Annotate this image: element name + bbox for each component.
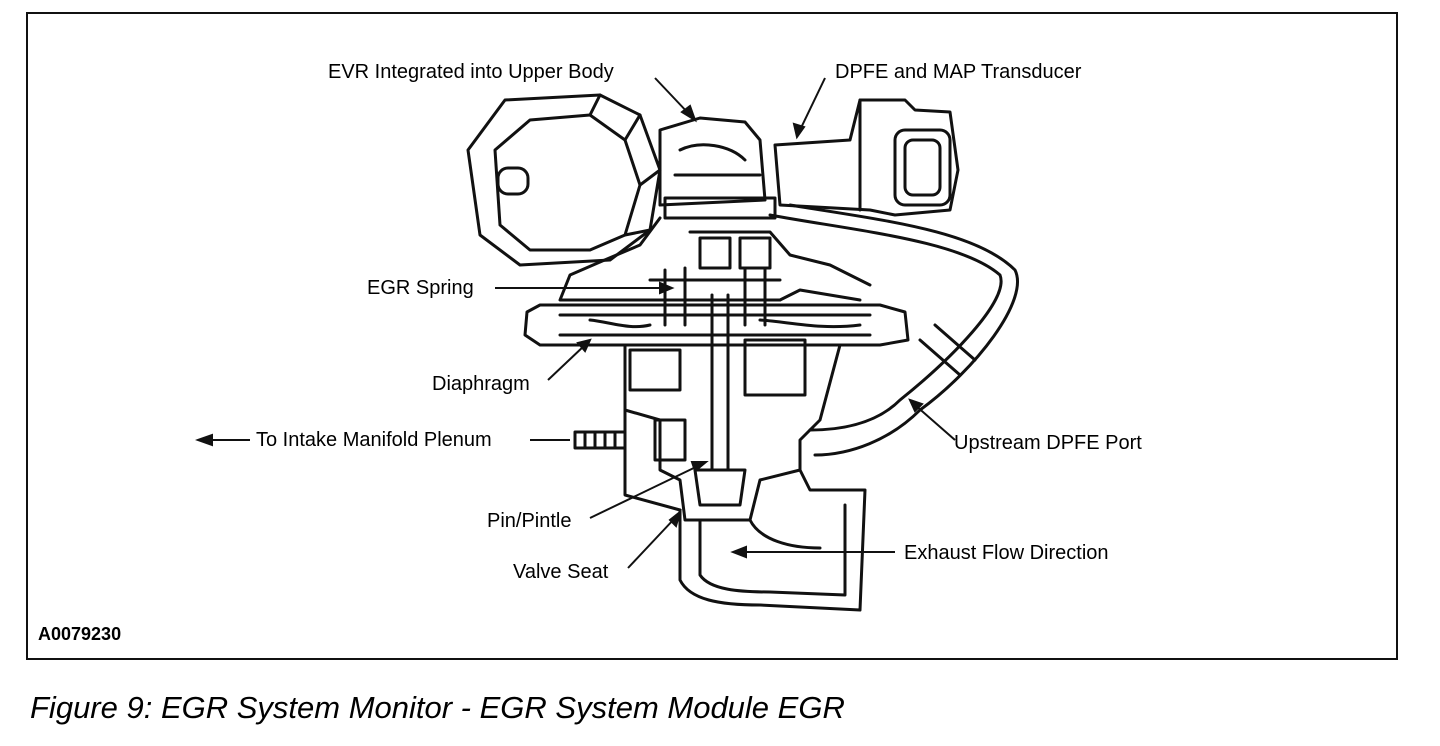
dpfe-map-transducer <box>773 98 960 217</box>
diagram-frame <box>26 12 1398 660</box>
label-diaphragm: Diaphragm <box>432 373 530 395</box>
label-exhaust: Exhaust Flow Direction <box>904 542 1109 564</box>
pintle-head <box>693 468 747 507</box>
exhaust-passage <box>678 468 867 612</box>
egr-spring <box>663 266 767 327</box>
diaphragm-flange <box>523 303 910 347</box>
label-egr-spring: EGR Spring <box>367 277 474 299</box>
evr-solenoid-body <box>466 93 662 267</box>
lower-housing <box>623 343 842 522</box>
evr-solenoid-knob <box>496 166 530 196</box>
label-evr: EVR Integrated into Upper Body <box>328 61 614 83</box>
figure-id: A0079230 <box>38 624 122 644</box>
label-upstream: Upstream DPFE Port <box>954 432 1142 454</box>
label-pintle: Pin/Pintle <box>487 510 572 532</box>
upstream-dpfe-tube <box>768 213 1003 432</box>
pintle-shaft <box>710 293 730 472</box>
label-valve-seat: Valve Seat <box>513 561 609 583</box>
figure-caption: Figure 9: EGR System Monitor - EGR Syste… <box>30 690 845 725</box>
label-intake: To Intake Manifold Plenum <box>256 429 492 451</box>
evr-connector <box>658 116 767 207</box>
intake-bolt <box>573 430 627 450</box>
label-dpfe-map: DPFE and MAP Transducer <box>835 61 1082 83</box>
